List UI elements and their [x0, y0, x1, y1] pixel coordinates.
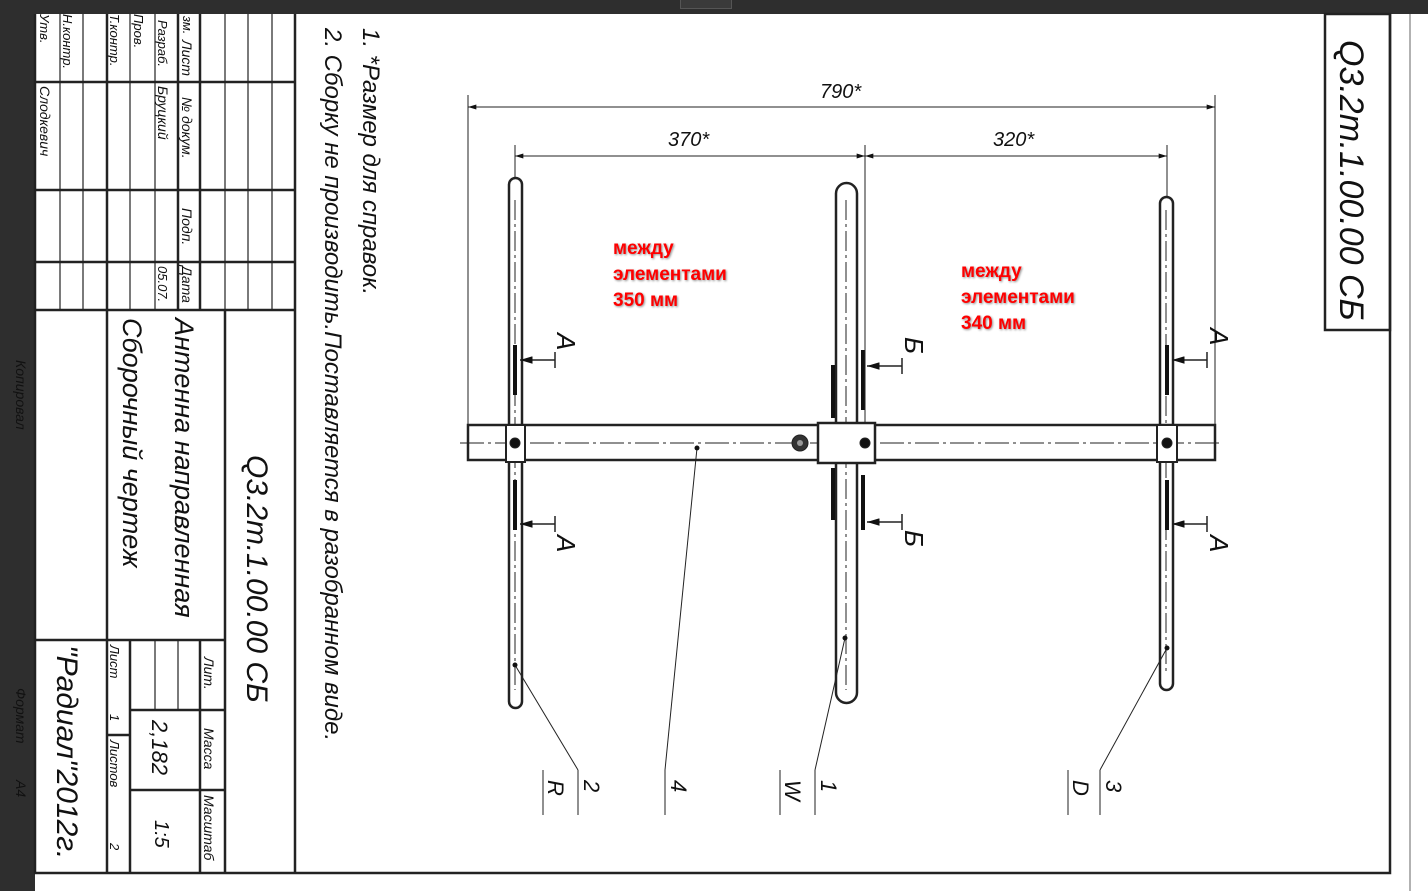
label-date: Дата	[179, 264, 195, 303]
label-list: Лист	[179, 39, 195, 76]
label-sign: Подп.	[179, 208, 195, 245]
sheets-value: 2	[107, 842, 122, 851]
scale-label: Масштаб	[201, 795, 217, 862]
role-tcontrol: Т.контр.	[107, 14, 122, 66]
annotation-line: между	[613, 238, 674, 259]
developer-name: Бруцкий	[155, 86, 171, 140]
dim-right: 320*	[993, 129, 1035, 151]
mass-value: 2,182	[147, 719, 172, 775]
spacing-annotation-left: между элементами 350 мм	[613, 236, 727, 314]
margin-format: А4	[13, 779, 29, 797]
callout-2-code: R	[543, 780, 568, 796]
section-a-label: А	[1204, 326, 1234, 345]
sheet-label: Лист	[107, 644, 122, 679]
sheet-value: 1	[107, 714, 122, 721]
approver-name: Слодкевич	[37, 86, 53, 156]
date-value: 05.07.	[155, 266, 170, 302]
viewer-tab[interactable]	[680, 0, 732, 9]
callout-1-code: W	[780, 780, 805, 803]
section-a-label: А	[1204, 533, 1234, 552]
scale-value: 1:5	[150, 820, 172, 849]
mass-label: Масса	[201, 728, 217, 770]
section-a-label: А	[551, 331, 581, 350]
drawing-name-2: Сборочный чертеж	[117, 318, 147, 569]
lit-label: Лит.	[201, 656, 217, 690]
dim-left: 370*	[668, 129, 710, 151]
section-b-label: Б	[899, 530, 929, 547]
note-2: 2. Сборку не производить.Поставляется в …	[319, 27, 346, 741]
callout-1-num: 1	[816, 780, 841, 792]
drawing-name-1: Антенна направленная	[169, 316, 199, 618]
section-b-label: Б	[899, 337, 929, 354]
annotation-line: элементами	[961, 287, 1075, 308]
role-ncontrol: Н.контр.	[60, 14, 75, 69]
callout-4-num: 4	[666, 780, 691, 792]
callout-3-num: 3	[1101, 780, 1126, 793]
annotation-line: элементами	[613, 264, 727, 285]
organization: "Радиал"2012г.	[50, 645, 83, 859]
label-izm: зм.	[180, 15, 195, 34]
designation-main: Q3.2т.1.00.00 СБ	[1332, 40, 1370, 321]
annotation-line: 350 мм	[613, 290, 679, 311]
annotation-line: между	[961, 261, 1022, 282]
designation-title-block: Q3.2т.1.00.00 СБ	[240, 455, 273, 703]
drawing-page	[35, 14, 1428, 891]
role-checker: Пров.	[131, 14, 146, 48]
designation-box	[1323, 12, 1392, 332]
role-approve: Утв.	[37, 13, 52, 44]
sheets-label: Листов	[107, 739, 122, 788]
dim-total: 790*	[820, 81, 862, 103]
label-doc-no: № докум.	[179, 97, 195, 159]
spacing-annotation-right: между элементами 340 мм	[961, 259, 1075, 337]
margin-format-label: Формат	[13, 688, 29, 744]
section-a-label: А	[551, 533, 581, 552]
role-developer: Разраб.	[155, 20, 170, 67]
annotation-line: 340 мм	[961, 313, 1027, 334]
callout-2-num: 2	[579, 779, 604, 792]
callout-3-code: D	[1068, 780, 1093, 796]
frame	[33, 14, 1392, 875]
margin-copied: Копировал	[13, 360, 29, 430]
note-1: 1. *Размер для справок.	[357, 28, 384, 295]
